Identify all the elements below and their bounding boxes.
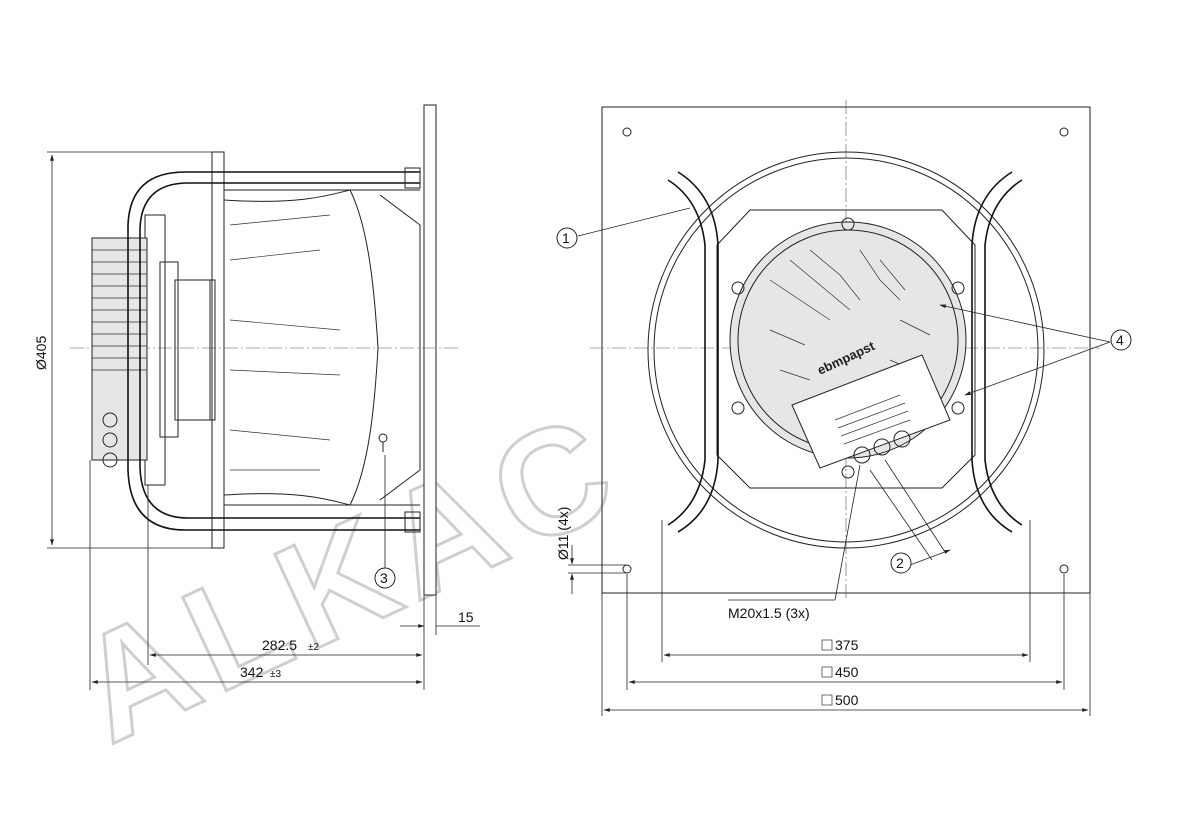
front-view: ebmpapst (590, 100, 1100, 600)
dim-342: 342 (240, 664, 264, 680)
callout-4: 4 (1116, 332, 1124, 348)
mounting-holes (622, 127, 1069, 574)
dim-342-tol: ±3 (270, 669, 281, 680)
dim-450: 450 (835, 664, 859, 680)
dim-hole-11: Ø11 (4x) (555, 507, 571, 560)
front-dimensions: 375 450 500 Ø11 (4x) M20x1.5 (3x) 2 1 4 (555, 207, 1132, 716)
dim-500: 500 (835, 692, 859, 708)
dim-15: 15 (458, 609, 474, 625)
terminal-box (791, 354, 951, 469)
dim-282-5: 282.5 (262, 637, 297, 653)
mounting-plate-side (423, 104, 437, 596)
dim-375: 375 (835, 637, 859, 653)
side-dimensions: Ø405 15 282.5 ±2 342 ±3 3 (33, 151, 480, 690)
dim-282-5-tol: ±2 (308, 642, 319, 653)
side-view (70, 104, 460, 596)
callout-2: 2 (896, 555, 904, 571)
callout-3: 3 (380, 570, 388, 586)
dim-thread: M20x1.5 (3x) (728, 605, 810, 621)
callout-1: 1 (562, 230, 570, 246)
dim-diameter-405: Ø405 (33, 336, 49, 370)
